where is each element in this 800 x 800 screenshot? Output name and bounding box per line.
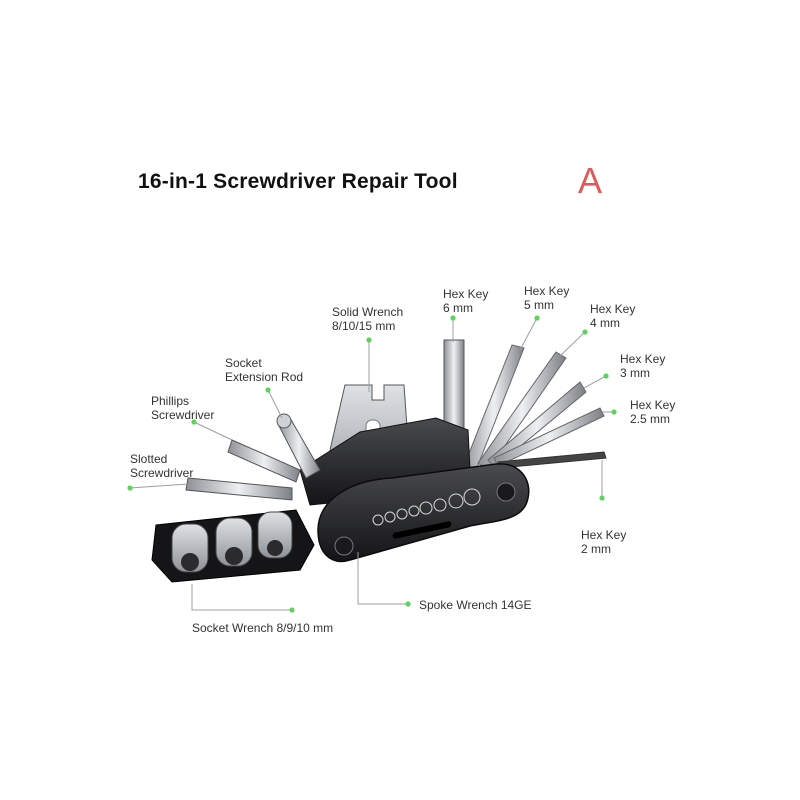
diagram-title: 16-in-1 Screwdriver Repair Tool xyxy=(138,170,458,193)
body-markings xyxy=(372,488,481,526)
dot-socket-ext xyxy=(265,387,271,393)
phillips-bit-shape xyxy=(227,439,301,483)
label-hex-key-2: Hex Key 2 mm xyxy=(581,528,627,556)
dot-hex6 xyxy=(450,315,456,321)
dot-hex5 xyxy=(534,315,540,321)
dot-spoke xyxy=(405,601,411,607)
label-solid-wrench: Solid Wrench 8/10/15 mm xyxy=(332,305,404,333)
dot-solid-wrench xyxy=(366,337,372,343)
dot-hex25 xyxy=(611,409,617,415)
dot-slotted xyxy=(127,485,133,491)
socket-extension-tip xyxy=(276,413,292,429)
label-hex-key-25: Hex Key 2.5 mm xyxy=(630,398,676,426)
pivot-screw-rear xyxy=(496,482,516,502)
dot-hex2 xyxy=(599,495,605,501)
label-hex-key-6: Hex Key 6 mm xyxy=(443,287,489,315)
label-hex-key-4: Hex Key 4 mm xyxy=(590,302,636,330)
label-socket-extension: Socket Extension Rod xyxy=(225,356,304,384)
variant-badge: A xyxy=(578,160,603,201)
dot-phillips xyxy=(191,419,197,425)
label-socket-wrench: Socket Wrench 8/9/10 mm xyxy=(192,621,334,635)
main-body xyxy=(317,463,530,563)
socket-wrench-block xyxy=(151,509,315,583)
spoke-slot xyxy=(392,521,452,539)
slotted-bit-shape xyxy=(185,477,293,501)
label-hex-key-5: Hex Key 5 mm xyxy=(524,284,570,312)
leader-lines xyxy=(129,317,614,611)
callout-dots xyxy=(127,315,617,613)
dot-hex4 xyxy=(582,329,588,335)
dot-hex3 xyxy=(603,373,609,379)
dot-socket-wrench xyxy=(289,607,295,613)
label-spoke-wrench: Spoke Wrench 14GE xyxy=(419,598,532,612)
pivot-screw-front xyxy=(334,536,354,556)
label-hex-key-3: Hex Key 3 mm xyxy=(620,352,666,380)
label-phillips: Phillips Screwdriver xyxy=(151,394,215,422)
label-slotted: Slotted Screwdriver xyxy=(130,452,194,480)
